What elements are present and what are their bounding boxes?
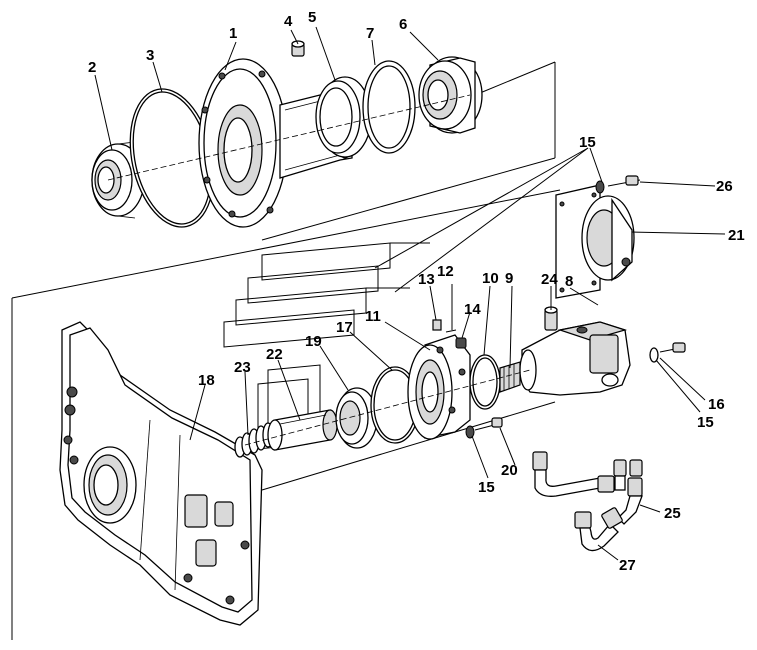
part-5-seal — [315, 76, 372, 158]
part-17-oring — [370, 366, 420, 444]
label-11: 11 — [365, 308, 381, 325]
upper-assembly-frame — [261, 61, 556, 241]
part-23-spring — [234, 422, 274, 458]
label-20: 20 — [501, 462, 518, 479]
leader-lines — [94, 26, 726, 561]
label-15-bottom: 15 — [478, 479, 495, 496]
part-13-fitting — [432, 319, 442, 331]
label-15-right: 15 — [697, 414, 714, 431]
label-15-top: 15 — [579, 134, 596, 151]
label-2: 2 — [88, 59, 96, 76]
label-13: 13 — [418, 271, 435, 288]
label-23: 23 — [234, 359, 251, 376]
label-16: 16 — [708, 396, 725, 413]
part-27-pipe — [574, 507, 623, 552]
part-9-shaft — [499, 361, 521, 393]
label-10: 10 — [482, 270, 499, 287]
part-4-plug — [291, 40, 305, 57]
label-5: 5 — [308, 9, 316, 26]
part-7-snap-ring — [362, 60, 416, 154]
part-15-washer-right — [649, 347, 659, 363]
label-14: 14 — [464, 301, 481, 318]
part-14-fitting — [455, 337, 467, 349]
label-25: 25 — [664, 505, 681, 522]
label-22: 22 — [266, 346, 283, 363]
lower-assembly-frame — [11, 189, 561, 640]
part-26-bolt — [607, 175, 641, 187]
label-6: 6 — [399, 16, 407, 33]
part-11-flange — [407, 334, 471, 440]
part-3-oring — [129, 88, 215, 228]
part-15-washer-bottom — [465, 425, 475, 439]
part-16-bolt — [659, 342, 686, 353]
label-7: 7 — [366, 25, 374, 42]
part-6-bearing — [418, 56, 483, 134]
ghost-plates — [223, 242, 430, 450]
label-8: 8 — [565, 273, 573, 290]
pump-body — [519, 321, 631, 396]
label-26: 26 — [716, 178, 733, 195]
label-27: 27 — [619, 557, 636, 574]
part-15-washer-top — [595, 180, 605, 194]
part-25-pipe — [532, 451, 643, 525]
label-4: 4 — [284, 13, 293, 30]
label-3: 3 — [146, 47, 154, 64]
part-21-end-cover — [581, 195, 635, 282]
label-17: 17 — [336, 319, 353, 336]
part-20-bolt — [474, 417, 503, 431]
label-19: 19 — [305, 333, 322, 350]
part-19-bearing — [335, 387, 378, 449]
label-24: 24 — [541, 271, 558, 288]
label-1: 1 — [229, 25, 237, 42]
label-9: 9 — [505, 270, 513, 287]
label-21: 21 — [728, 227, 745, 244]
part-12-washer — [445, 329, 457, 333]
callout-labels: 1 2 3 4 5 6 7 8 9 10 11 12 13 14 15 15 1… — [88, 9, 745, 574]
label-12: 12 — [437, 263, 454, 280]
part-24-fitting — [544, 306, 558, 331]
label-18: 18 — [198, 372, 215, 389]
part-18-cover-plate — [59, 321, 263, 626]
